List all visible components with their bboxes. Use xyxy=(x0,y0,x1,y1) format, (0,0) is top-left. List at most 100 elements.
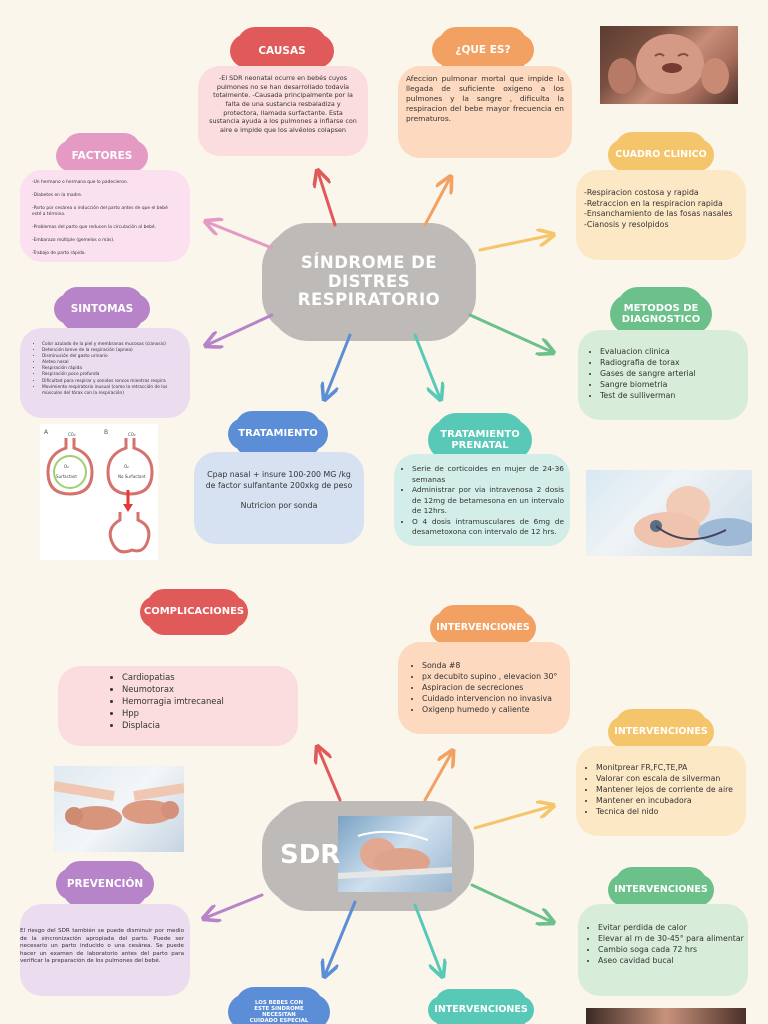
factores-item: -Parto por cesárea o inducción del parto… xyxy=(32,205,168,217)
prenatal-item: O 4 dosis intramusculares de 6mg de desa… xyxy=(412,517,564,538)
metodos-item: Radiografia de torax xyxy=(600,357,740,368)
intervenciones-2-tag: INTERVENCIONES xyxy=(614,714,708,750)
intervenciones-1-item: px decubito supino , elevacion 30° xyxy=(422,671,564,682)
metodos-tag: METODOS DE DIAGNOSTICO xyxy=(616,292,706,336)
intervenciones-2-item: Tecnica del nido xyxy=(596,806,742,817)
intervenciones-4-tag: INTERVENCIONES xyxy=(434,994,528,1024)
metodos-item: Sangre biometria xyxy=(600,379,740,390)
factores-item: -Embarazo múltiple (gemelos o más). xyxy=(32,237,115,243)
arrow-prevencion xyxy=(205,893,264,918)
baby-stethoscope-photo xyxy=(586,470,752,556)
sintomas-tag: SINTOMAS xyxy=(60,292,144,326)
sintomas-box: Color azulado de la piel y membranas muc… xyxy=(20,328,190,418)
arrow-quees xyxy=(423,178,450,227)
prevencion-box: El riesgo del SDR también se puede dismi… xyxy=(20,904,190,996)
metodos-box: Evaluacion clinica Radiografia de torax … xyxy=(578,330,748,420)
causas-tag: CAUSAS xyxy=(236,32,328,70)
tratamiento-tag: TRATAMIENTO xyxy=(234,416,322,452)
intervenciones-2-item: Mantener en incubadora xyxy=(596,795,742,806)
intervenciones-1-label: INTERVENCIONES xyxy=(436,621,530,633)
tratamiento-text-2: Nutricion por sonda xyxy=(240,501,318,511)
sintomas-item: Movimiento respiratorio inusual (como la… xyxy=(42,385,182,397)
baby-hand-photo xyxy=(586,1008,746,1024)
intervenciones-1-item: Oxigenp humedo y caliente xyxy=(422,704,564,715)
cuadro-item: -Retraccion en la respiracion rapida xyxy=(584,198,723,208)
factores-item: -Un hermano o hermana que lo padecieron. xyxy=(32,180,128,185)
diagram-no-surfactant: No Surfactant xyxy=(118,474,146,479)
complicaciones-tag: COMPLICACIONES xyxy=(143,594,245,630)
metodos-item: Test de sulliverman xyxy=(600,390,740,401)
intervenciones-4-label: INTERVENCIONES xyxy=(434,1003,528,1015)
diagram-surfactant: Surfactant xyxy=(56,474,77,479)
alveolus-surfactant-diagram: A B O₂ Surfactant CO₂ O₂ No Surfactant C… xyxy=(40,424,158,560)
arrow-factores xyxy=(207,222,274,250)
complicaciones-item: Cardiopatias xyxy=(122,672,288,684)
prevencion-text: El riesgo del SDR también se puede dismi… xyxy=(20,928,184,965)
cuadro-clinico-box: -Respiracion costosa y rapida -Retraccio… xyxy=(576,170,746,260)
complicaciones-item: Displacia xyxy=(122,720,288,732)
intervenciones-2-box: Monitprear FR,FC,TE,PA Valorar con escal… xyxy=(576,746,746,836)
factores-item: -Trabajo de parto rápido. xyxy=(32,250,86,256)
quees-text: Afeccion pulmonar mortal que impide la l… xyxy=(406,74,564,123)
newborn-incubator-photo xyxy=(338,816,452,892)
complicaciones-item: Neumotorax xyxy=(122,684,288,696)
arrow-metodos xyxy=(468,313,552,352)
central-topic-cloud: SÍNDROME DE DISTRES RESPIRATORIO xyxy=(268,228,470,336)
metodos-item: Evaluacion clinica xyxy=(600,346,740,357)
causas-label: CAUSAS xyxy=(258,44,306,57)
sintomas-item: Disminución del gasto urinario xyxy=(42,354,182,360)
tratamiento-text: Cpap nasal + insure 100-200 MG /kg de fa… xyxy=(205,470,353,490)
quees-box: Afeccion pulmonar mortal que impide la l… xyxy=(398,66,572,158)
cuidado-especial-label: LOS BEBES CON ESTE SINDROME NECESITAN CU… xyxy=(249,999,309,1024)
causas-text: -El SDR neonatal ocurre en bebés cuyos p… xyxy=(209,74,357,134)
central-topic-title: SÍNDROME DE DISTRES RESPIRATORIO xyxy=(297,252,441,310)
intervenciones-3-item: Evitar perdida de calor xyxy=(598,922,744,933)
intervenciones-3-tag: INTERVENCIONES xyxy=(614,872,708,908)
intervenciones-3-box: Evitar perdida de calor Elevar al rn de … xyxy=(578,904,748,996)
metodos-label: METODOS DE DIAGNOSTICO xyxy=(621,302,701,326)
arrow-tratamiento xyxy=(325,333,352,398)
sintomas-item: Color azulado de la piel y membranas muc… xyxy=(42,342,182,348)
newborn-crying-photo xyxy=(600,26,738,104)
arrow-prenatal xyxy=(413,333,440,398)
sintomas-item: Respiración poco profunda xyxy=(42,372,182,378)
quees-tag: ¿QUE ES? xyxy=(438,32,528,68)
cuadro-item: -Ensanchamiento de las fosas nasales xyxy=(584,209,733,219)
prevencion-label: PREVENCIÓN xyxy=(66,877,144,890)
diagram-co2-b: CO₂ xyxy=(128,432,136,437)
complicaciones-box: Cardiopatias Neumotorax Hemorragia imtre… xyxy=(58,666,298,746)
sintomas-item: Detención breve de la respiración (apnea… xyxy=(42,348,182,354)
cuadro-clinico-label: CUADRO CLINICO xyxy=(615,148,707,160)
metodos-item: Gases de sangre arterial xyxy=(600,368,740,379)
prenatal-box: Serie de corticoides en mujer de 24-36 s… xyxy=(394,454,570,546)
tratamiento-box: Cpap nasal + insure 100-200 MG /kg de fa… xyxy=(194,452,364,544)
arrow-interv2 xyxy=(473,806,552,830)
arrow-complicaciones xyxy=(318,748,342,802)
prenatal-label: TRATAMIENTO PRENATAL xyxy=(440,428,520,452)
intervenciones-3-item: Aseo cavidad bucal xyxy=(598,955,744,966)
intervenciones-3-label: INTERVENCIONES xyxy=(614,883,708,895)
cuadro-item: -Respiracion costosa y rapida xyxy=(584,188,699,197)
cuadro-clinico-tag: CUADRO CLINICO xyxy=(614,137,708,173)
factores-label: FACTORES xyxy=(71,149,133,162)
factores-item: -Problemas del parto que reducen la circ… xyxy=(32,224,156,230)
factores-box: -Un hermano o hermana que lo padecieron.… xyxy=(20,170,190,262)
complicaciones-item: Hpp xyxy=(122,708,288,720)
intervenciones-2-label: INTERVENCIONES xyxy=(614,725,708,737)
intervenciones-1-item: Sonda #8 xyxy=(422,660,564,671)
complicaciones-item: Hemorragia imtrecaneal xyxy=(122,696,288,708)
arrow-interv4 xyxy=(413,903,442,975)
intervenciones-3-item: Cambio soga cada 72 hrs xyxy=(598,944,744,955)
intervenciones-1-tag: INTERVENCIONES xyxy=(436,610,530,646)
prenatal-item: Serie de corticoides en mujer de 24-36 s… xyxy=(412,464,564,485)
cuadro-item: -Cianosis y resolpidos xyxy=(584,219,669,229)
sintomas-item: Dificultad para respirar y sonidos ronco… xyxy=(42,379,182,385)
complicaciones-label: COMPLICACIONES xyxy=(143,606,245,618)
premature-babies-photo xyxy=(54,766,184,852)
sintomas-item: Aleteo nasal xyxy=(42,360,182,366)
intervenciones-3-item: Elevar al rn de 30-45° para alimentar xyxy=(598,933,744,944)
arrow-interv3 xyxy=(470,883,552,922)
sintomas-item: Respiración rápida xyxy=(42,366,182,372)
factores-item: -Diabetes en la madre. xyxy=(32,192,83,198)
intervenciones-1-item: Cuidado intervencion no invasiva xyxy=(422,693,564,704)
